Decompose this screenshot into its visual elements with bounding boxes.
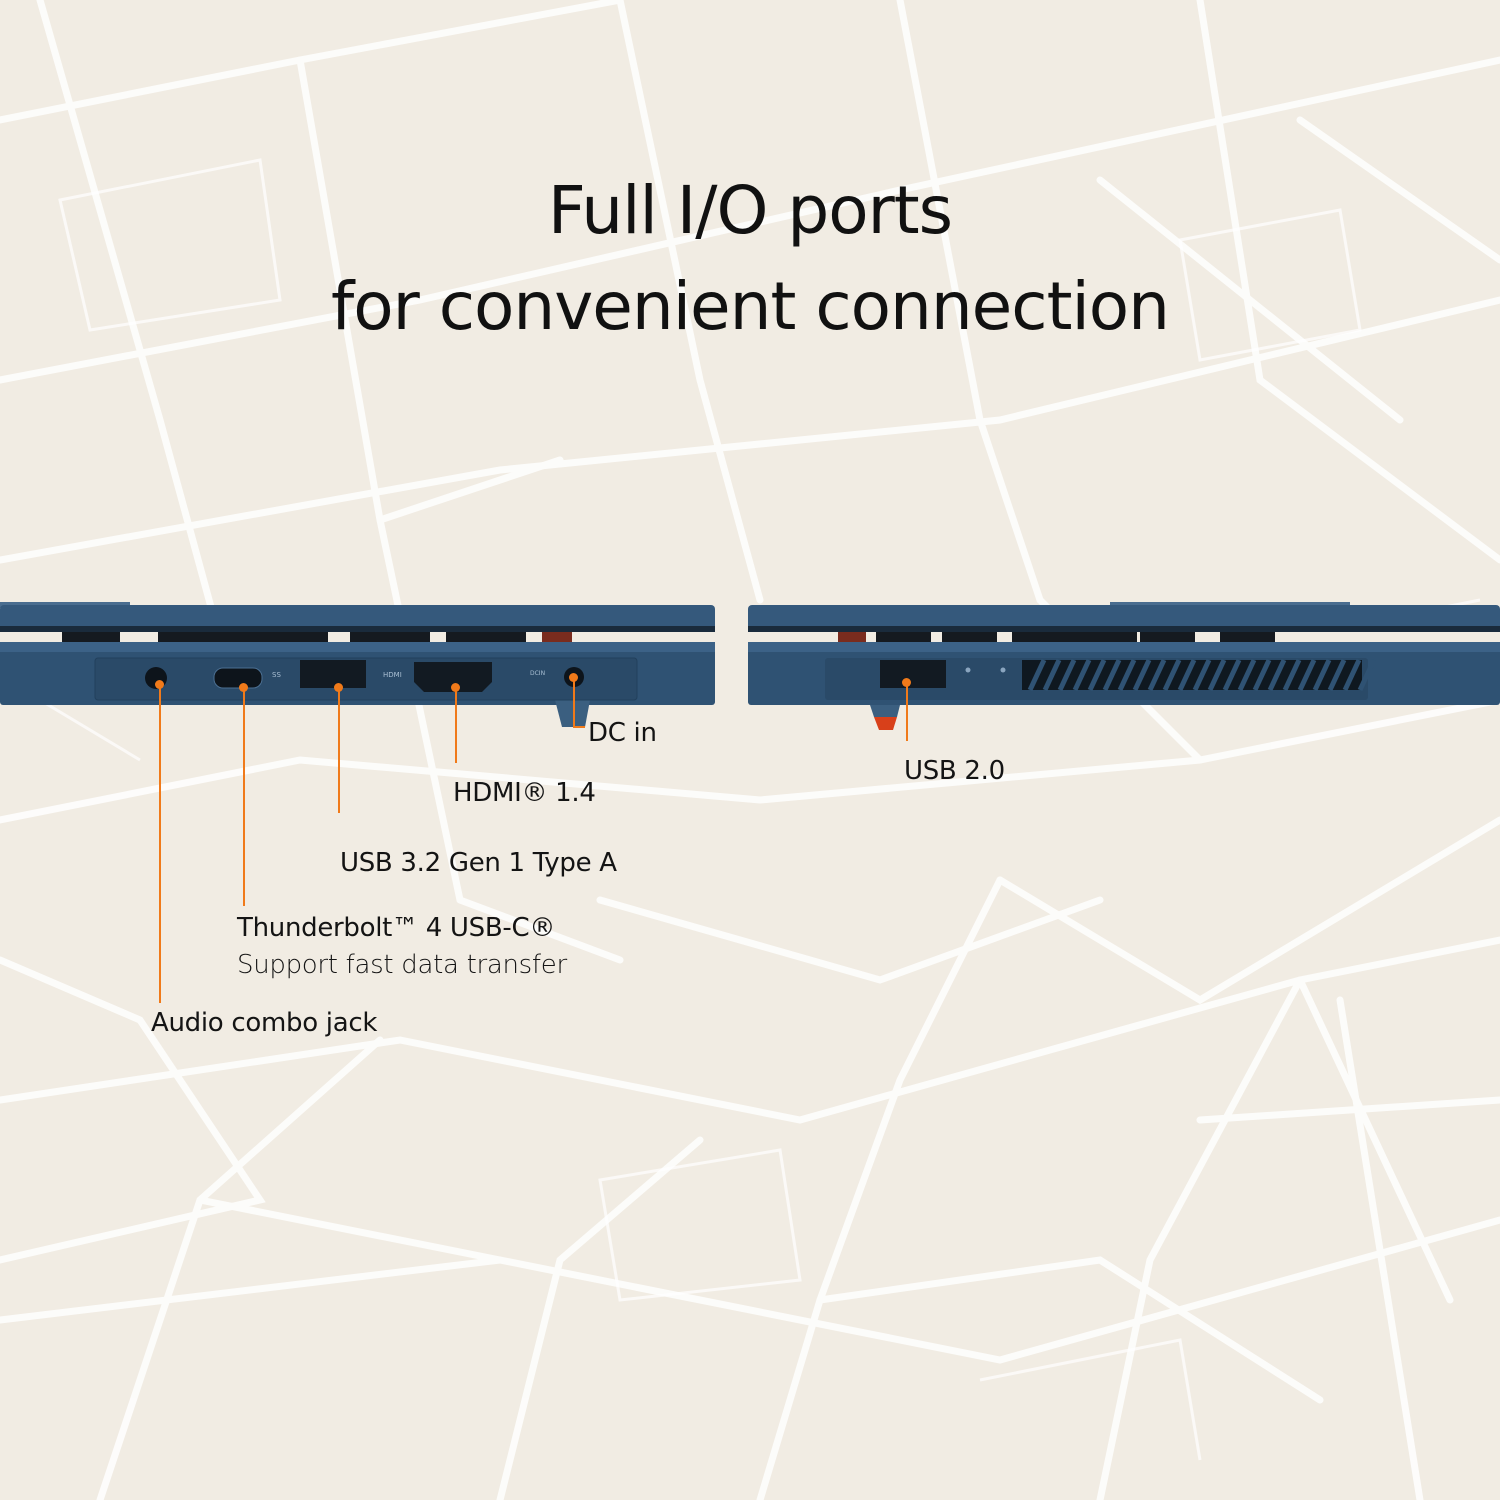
vent-slat [1252, 658, 1272, 692]
laptop-side-views: HDMI DCIN SS [0, 602, 1500, 730]
usb-a-marker [334, 683, 343, 692]
usb-a-leader-line [338, 688, 340, 813]
headline-line-1: Full I/O ports [547, 172, 953, 249]
usb2-marker [902, 678, 911, 687]
hdmi-marker [451, 683, 460, 692]
dc-in-marker [569, 673, 578, 682]
vent-slat [1117, 658, 1137, 692]
thunderbolt-marker [239, 683, 248, 692]
label-usb-3-2: USB 3.2 Gen 1 Type A [340, 848, 617, 878]
vent-slat [1132, 658, 1152, 692]
ss-marking: SS [272, 671, 281, 679]
label-audio-jack: Audio combo jack [151, 1008, 378, 1038]
vent-slat [1192, 658, 1212, 692]
vent-slat [1027, 658, 1047, 692]
label-thunderbolt-sub: Support fast data transfer [237, 950, 567, 980]
hdmi-leader-line [455, 688, 457, 763]
vent-slat [1102, 658, 1122, 692]
vent-slat [1267, 658, 1287, 692]
vent-slat [1177, 658, 1197, 692]
vent-slat [1072, 658, 1092, 692]
vent-slat [1342, 658, 1362, 692]
dc-marking: DCIN [530, 670, 545, 677]
vent-slat [1222, 658, 1242, 692]
headline-line-2: for convenient connection [331, 268, 1170, 345]
vent-slat [1087, 658, 1107, 692]
vent-slat [1147, 658, 1167, 692]
vent-slat [1207, 658, 1227, 692]
vent-slat [1057, 658, 1077, 692]
audio-marker [155, 680, 164, 689]
vent-slat [1357, 658, 1377, 692]
dc-in-leader-line [573, 678, 575, 728]
vent-slat [1162, 658, 1182, 692]
vent-slat [1297, 658, 1317, 692]
laptop-left-side: HDMI DCIN SS [0, 602, 715, 727]
audio-leader-line [159, 685, 161, 1003]
label-thunderbolt: Thunderbolt™ 4 USB-C® [237, 913, 556, 943]
vent-slat [1237, 658, 1257, 692]
hdmi-marking: HDMI [383, 671, 402, 679]
vent-slat [1042, 658, 1062, 692]
thunderbolt-leader-line [243, 688, 245, 906]
usb2-leader-line [906, 683, 908, 741]
label-dc-in: DC in [588, 718, 657, 748]
dc-in-leader-tick [573, 726, 585, 728]
vent-slat [1327, 658, 1347, 692]
vent-slat [1282, 658, 1302, 692]
label-hdmi: HDMI® 1.4 [453, 778, 596, 808]
laptop-right-side [748, 602, 1500, 730]
label-usb-2: USB 2.0 [904, 756, 1005, 786]
vent-slat [1312, 658, 1332, 692]
